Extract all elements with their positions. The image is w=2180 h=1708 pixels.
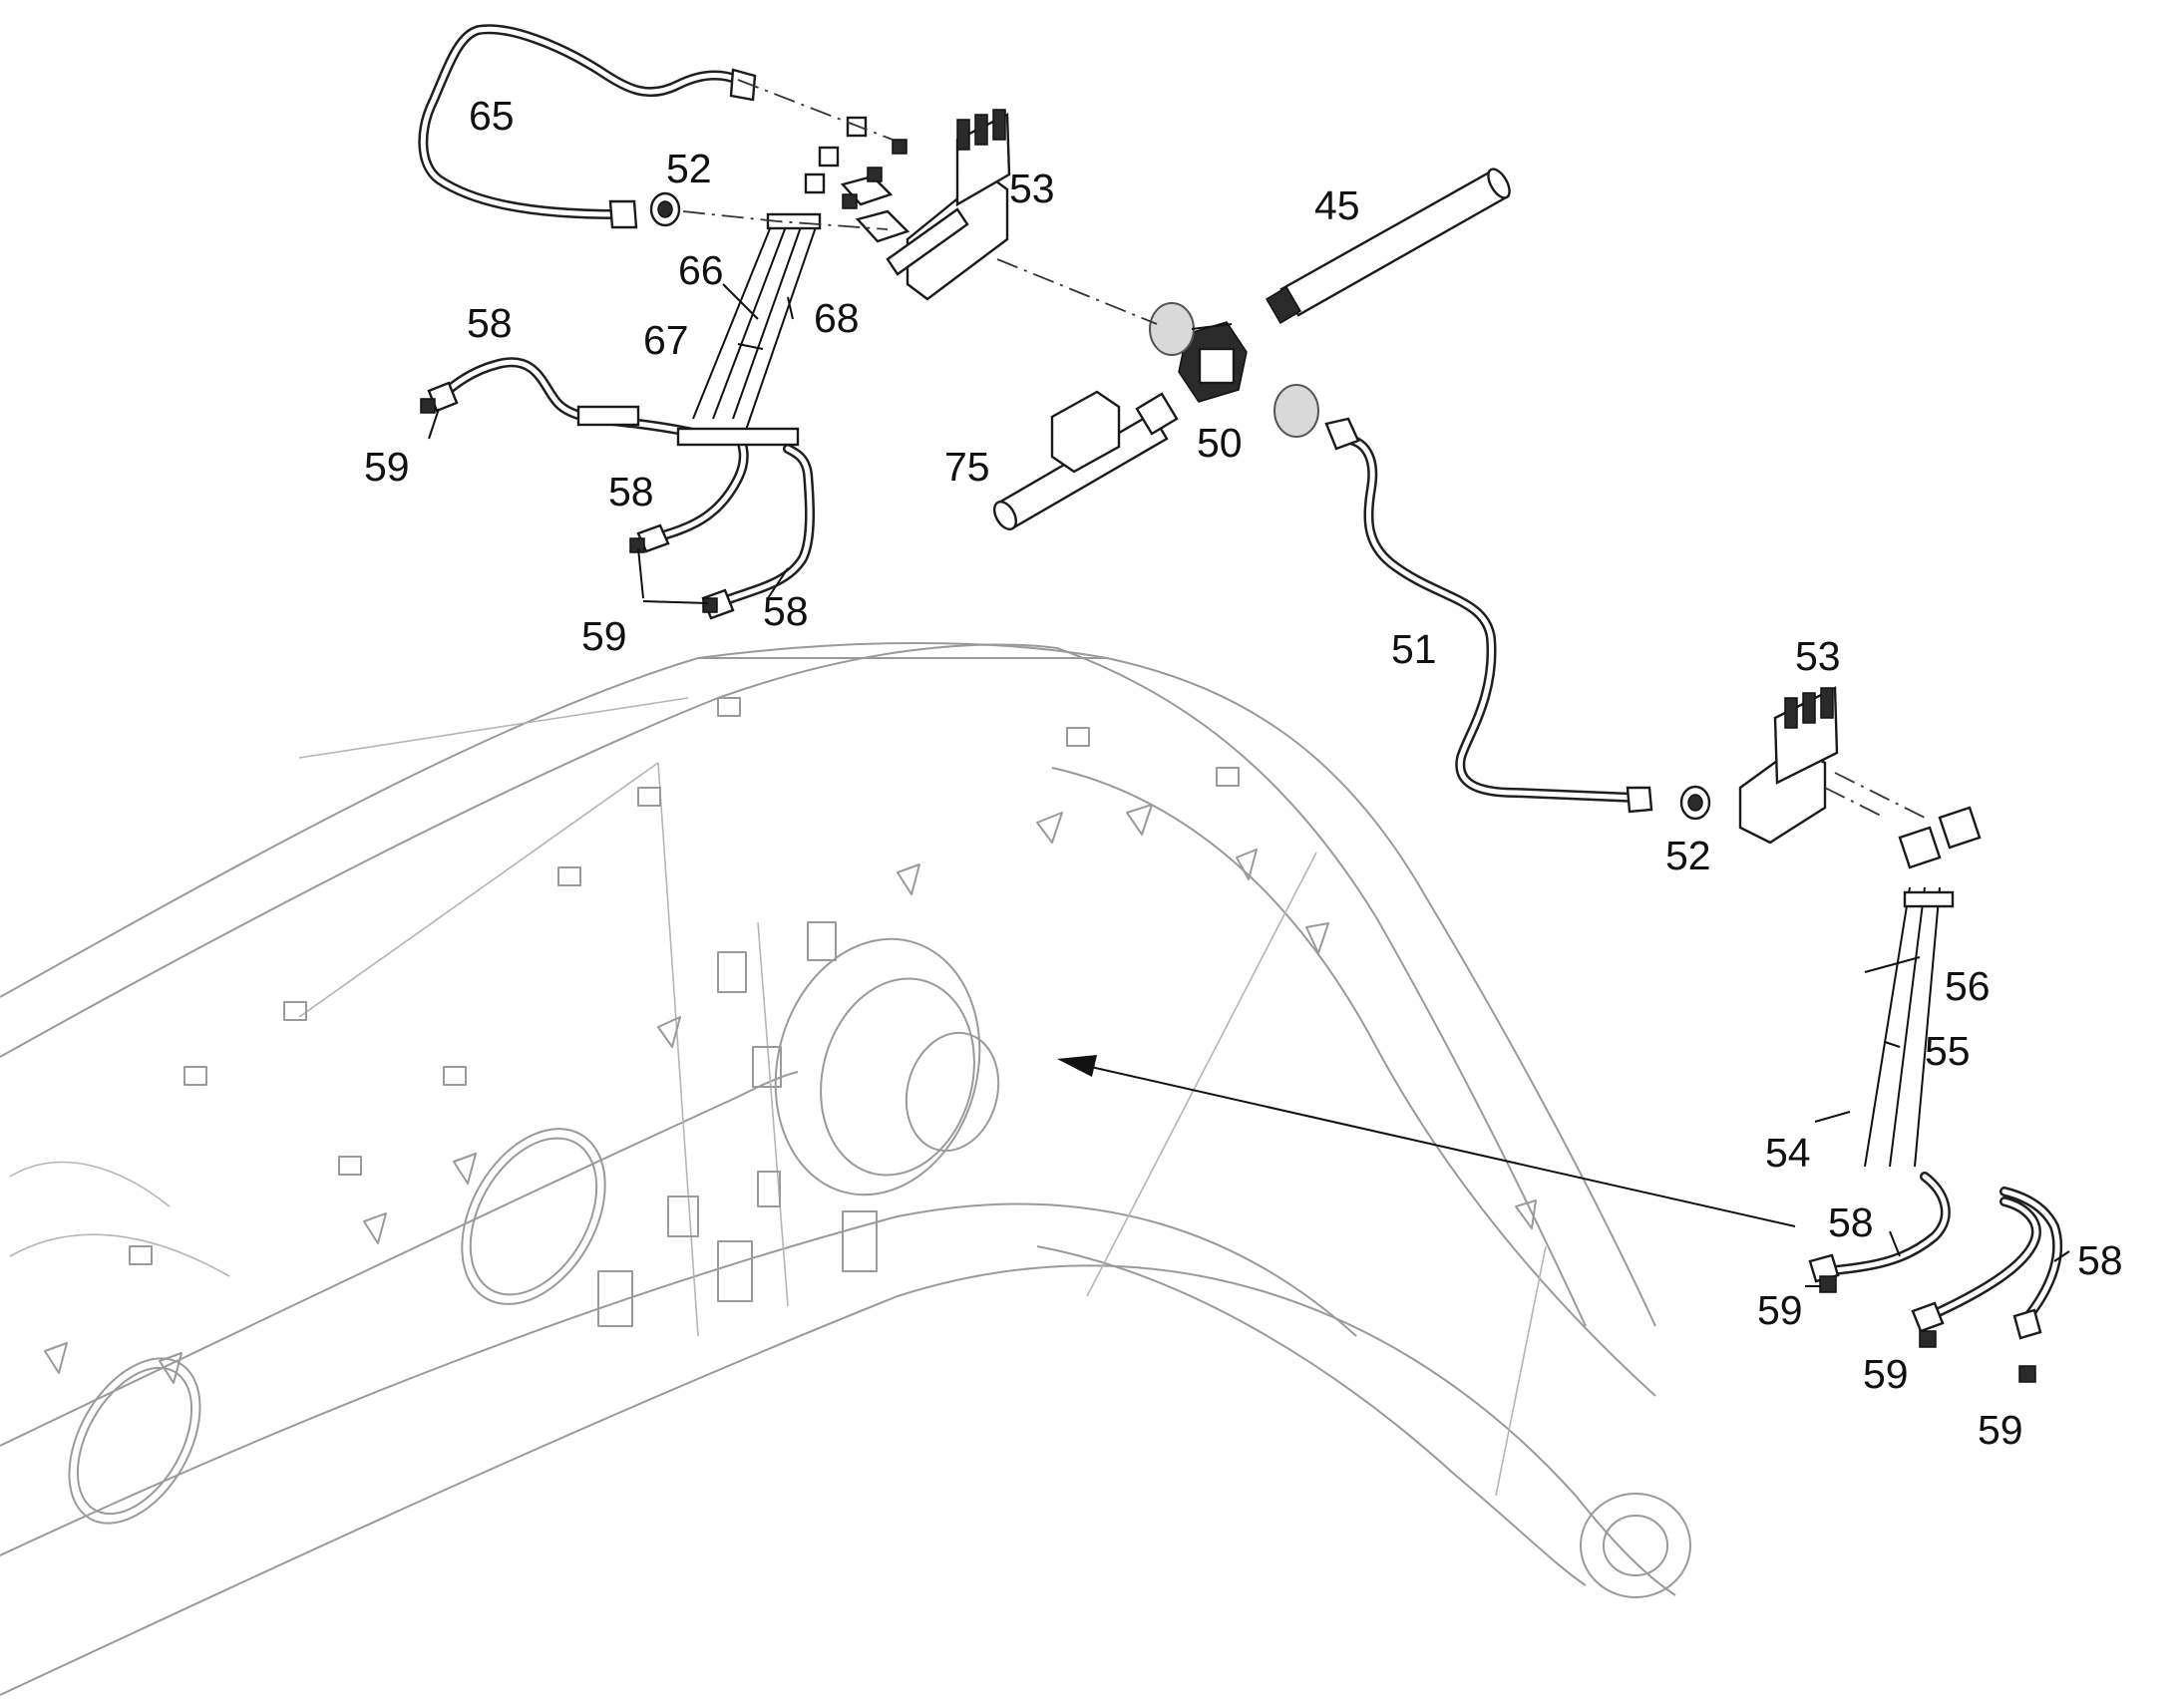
callout-leaders — [428, 283, 2070, 1287]
leader-arrow — [1057, 1055, 1796, 1227]
hose-58-right-a — [1808, 1172, 1951, 1283]
plugs-59-right — [1819, 1275, 2036, 1383]
pipe-65 — [418, 24, 757, 229]
hoses-66-67-68 — [692, 212, 822, 440]
hose-58-right-b — [1911, 1196, 2041, 1333]
callout-58-right-right: 58 — [2077, 1237, 2123, 1283]
callout-53-top: 53 — [1009, 166, 1055, 211]
pipe-51 — [1324, 417, 1653, 814]
callout-59-top-middle: 59 — [581, 613, 627, 659]
valve-block-53-top — [840, 109, 1011, 301]
callout-59-right-middle: 59 — [1863, 1351, 1909, 1397]
hose-58-left — [427, 357, 723, 444]
callout-65: 65 — [469, 93, 515, 139]
callout-51: 51 — [1391, 626, 1437, 672]
fitting-52-right — [1679, 785, 1711, 821]
callout-50: 50 — [1197, 420, 1243, 466]
assembly-centerlines — [682, 79, 1158, 325]
fittings-top-cluster — [804, 116, 908, 209]
callout-52-right: 52 — [1665, 833, 1711, 878]
callout-55: 55 — [1925, 1028, 1971, 1074]
valve-block-53-right — [1738, 686, 1926, 845]
callout-56: 56 — [1945, 963, 1991, 1009]
fitting-52-top — [649, 191, 681, 227]
callout-58-top-right: 58 — [763, 588, 809, 634]
callout-59-right-left: 59 — [1757, 1287, 1803, 1333]
hoses-54-55-56 — [1864, 806, 1982, 1168]
callout-59-top-left: 59 — [364, 444, 410, 490]
callout-52-top: 52 — [666, 146, 712, 191]
callout-53-right: 53 — [1795, 633, 1841, 679]
cross-fitting-50 — [1149, 302, 1319, 438]
callout-54: 54 — [1765, 1130, 1811, 1176]
callout-75: 75 — [944, 444, 990, 490]
callout-66: 66 — [678, 247, 724, 293]
callout-45: 45 — [1314, 182, 1360, 228]
callout-68: 68 — [814, 295, 860, 341]
callout-59-right-right: 59 — [1978, 1407, 2023, 1453]
hose-58-right-c — [1999, 1187, 2063, 1340]
callout-labels: 65 52 53 45 66 67 68 58 59 58 59 58 75 5… — [364, 93, 2123, 1453]
callout-58-top-left: 58 — [467, 300, 513, 346]
excavator-boom — [0, 642, 1691, 1696]
hose-58-middle — [636, 429, 749, 553]
callout-58-right-left: 58 — [1828, 1199, 1874, 1245]
callout-67: 67 — [643, 317, 689, 363]
plugs-59-top — [420, 398, 718, 613]
callout-58-top-middle: 58 — [608, 469, 654, 514]
pipe-75 — [992, 390, 1179, 530]
pipe-45 — [1265, 168, 1511, 325]
